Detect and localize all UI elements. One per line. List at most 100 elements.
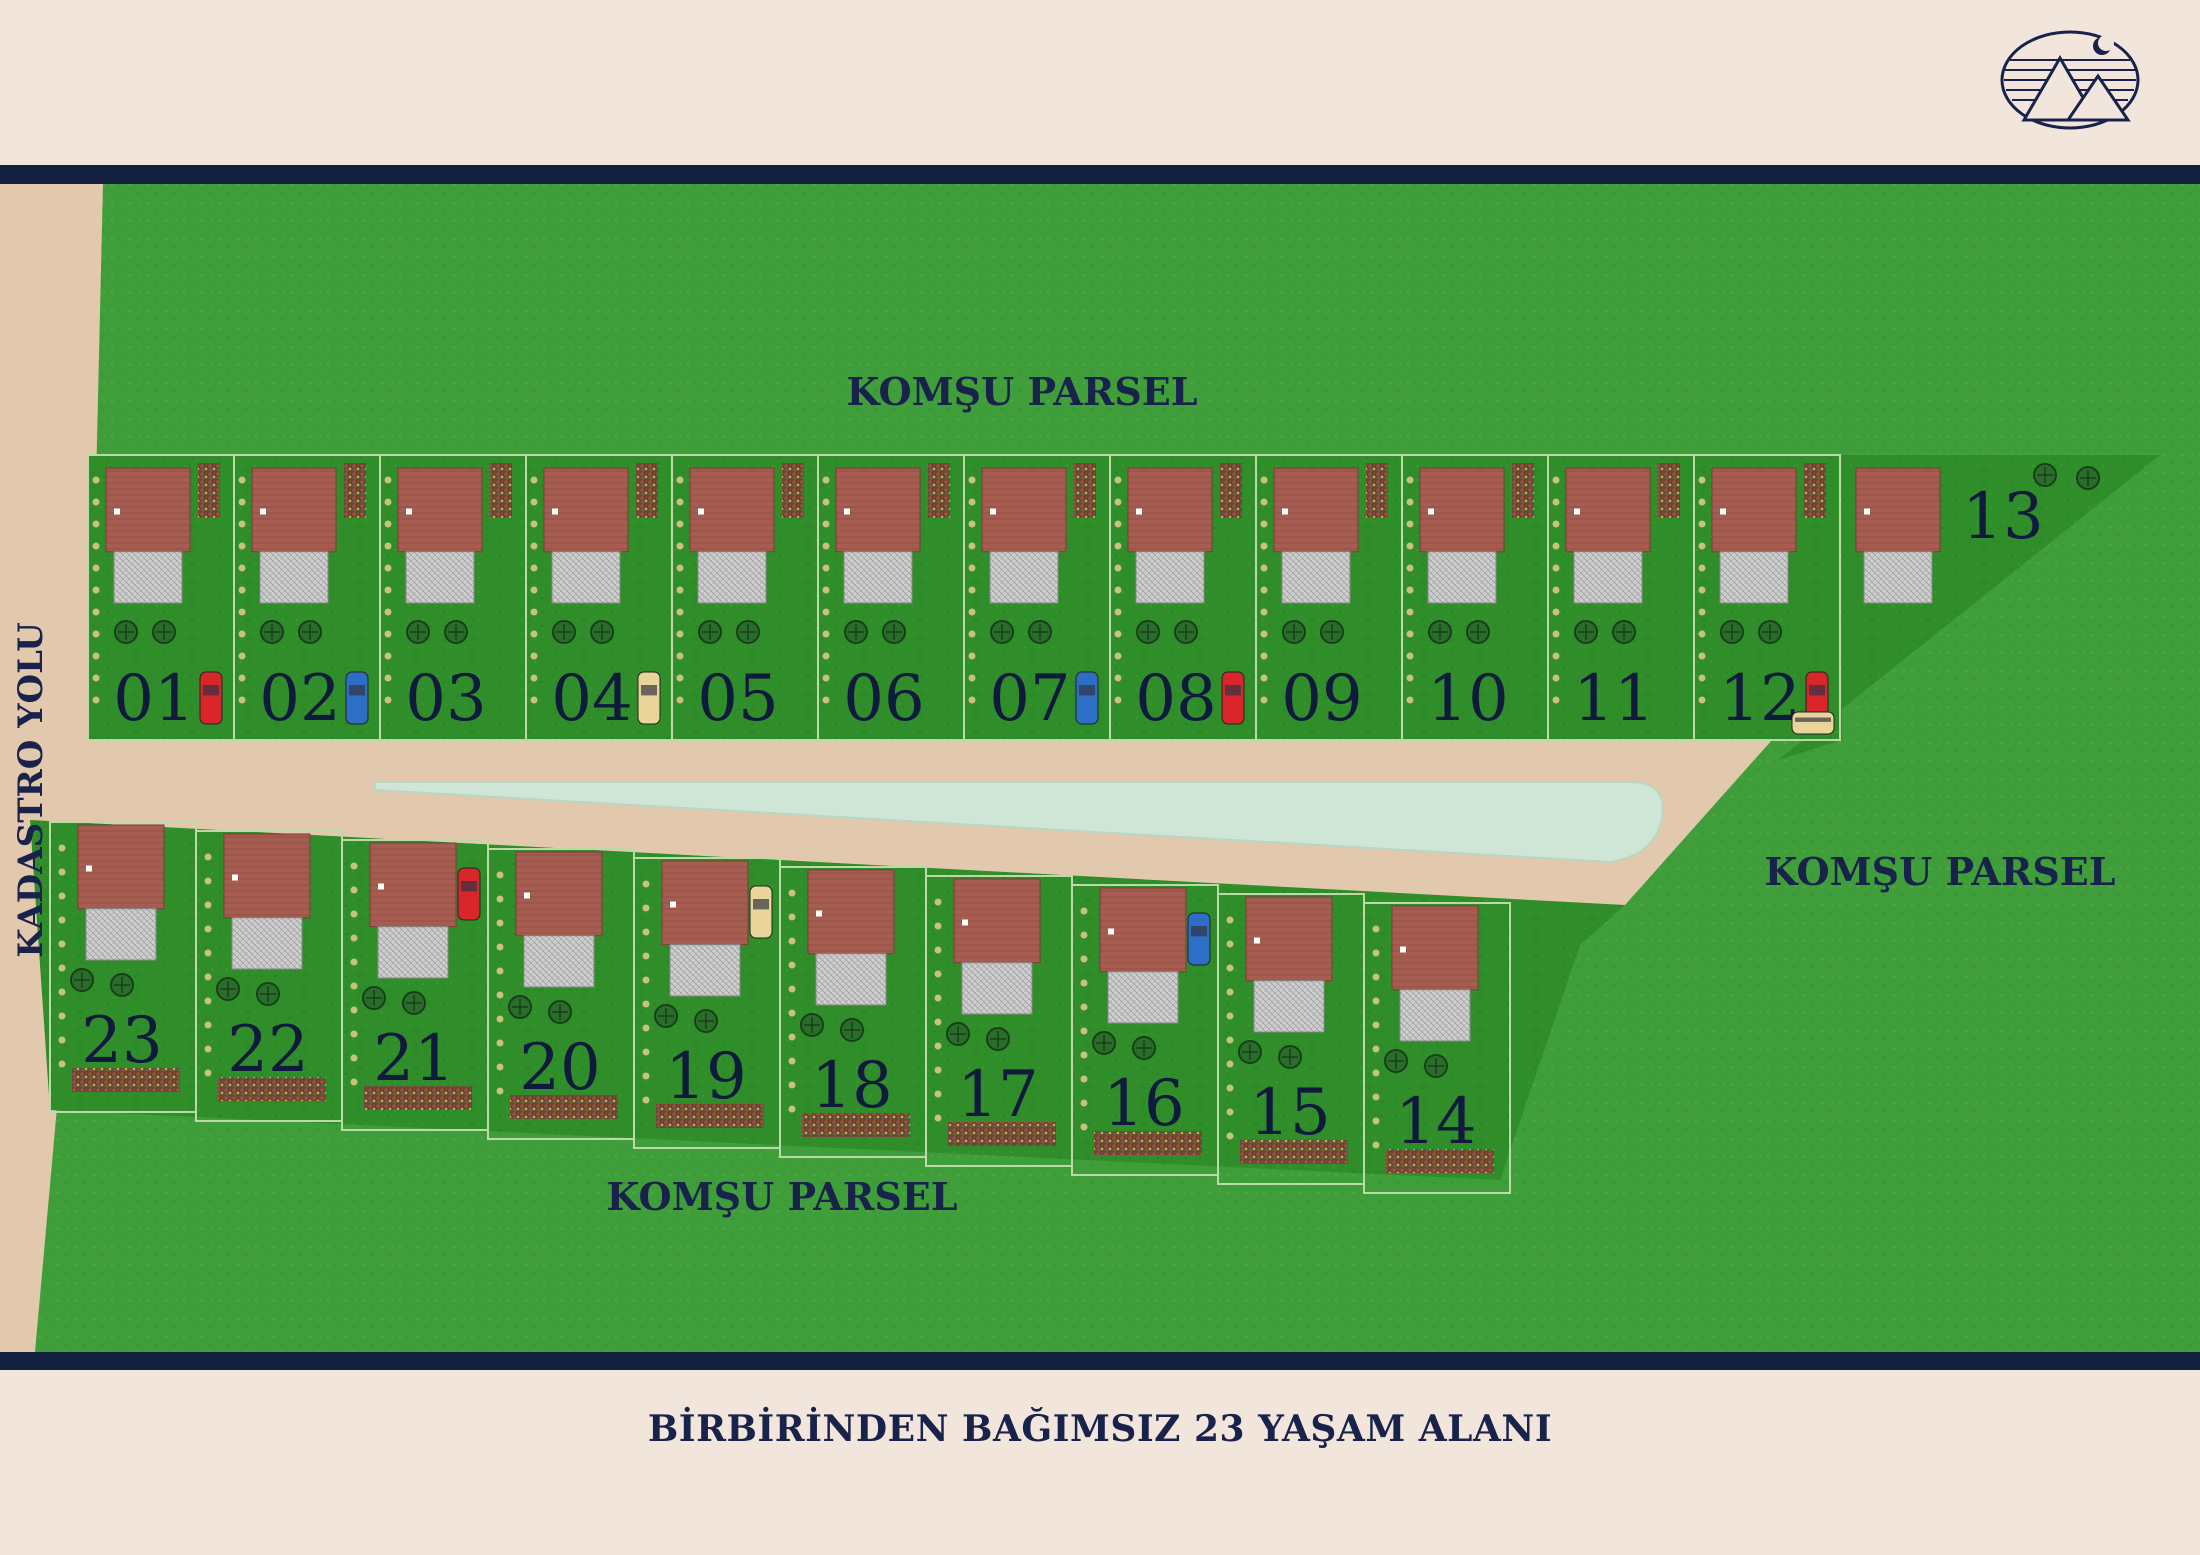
lot-number-19: 19	[665, 1040, 746, 1114]
lot-01: 01	[87, 454, 235, 741]
shrub-icon	[2076, 466, 2100, 490]
flower-bed	[1804, 463, 1826, 518]
lot-number-11: 11	[1573, 662, 1654, 736]
shrub-icon	[110, 973, 134, 997]
shrub-icon	[402, 991, 426, 1015]
flower-bed	[1512, 463, 1534, 518]
car-icon	[457, 867, 481, 921]
lot-15: 15	[1217, 893, 1365, 1185]
lot-number-09: 09	[1281, 662, 1362, 736]
shrub-icon	[1424, 1054, 1448, 1078]
flower-bed	[72, 1068, 180, 1092]
lot-04: 04	[525, 454, 673, 741]
house-21	[369, 842, 457, 979]
shrub-icon	[590, 620, 614, 644]
car-icon	[1791, 711, 1835, 735]
shrub-icon	[1612, 620, 1636, 644]
shrub-icon	[1282, 620, 1306, 644]
car-icon	[1187, 912, 1211, 966]
shrub-icon	[298, 620, 322, 644]
lot-21: 21	[341, 839, 489, 1131]
flower-bed	[198, 463, 220, 518]
shrub-icon	[216, 977, 240, 1001]
lot-12: 12	[1693, 454, 1841, 741]
shrub-icon	[1278, 1045, 1302, 1069]
shrub-icon	[1466, 620, 1490, 644]
shrub-icon	[256, 982, 280, 1006]
house-03	[397, 467, 483, 604]
lot-19: 19	[633, 857, 781, 1149]
shrub-icon	[1132, 1036, 1156, 1060]
house-06	[835, 467, 921, 604]
flower-bed	[218, 1077, 326, 1101]
lot-number-13: 13	[1962, 480, 2043, 554]
shrub-icon	[362, 986, 386, 1010]
lot-number-20: 20	[519, 1031, 600, 1105]
lot-number-12: 12	[1719, 662, 1800, 736]
car-icon	[637, 671, 661, 725]
house-13	[1855, 467, 1941, 604]
flower-bed	[782, 463, 804, 518]
shrub-icon	[986, 1027, 1010, 1051]
house-12	[1711, 467, 1797, 604]
lot-23: 23	[49, 821, 197, 1113]
flower-bed	[636, 463, 658, 518]
lot-10: 10	[1401, 454, 1549, 741]
house-10	[1419, 467, 1505, 604]
lot-05: 05	[671, 454, 819, 741]
flower-bed	[1366, 463, 1388, 518]
road-label: KADASTRO YOLU	[11, 622, 51, 958]
flower-bed	[656, 1104, 764, 1128]
house-20	[515, 851, 603, 988]
house-18	[807, 869, 895, 1006]
shrub-icon	[152, 620, 176, 644]
lot-22: 22	[195, 830, 343, 1122]
shrub-icon	[1028, 620, 1052, 644]
lot-number-02: 02	[259, 662, 340, 736]
lot-number-14: 14	[1395, 1085, 1476, 1159]
lot-number-23: 23	[81, 1004, 162, 1078]
top-border-line	[0, 165, 2200, 184]
lot-02: 02	[233, 454, 381, 741]
car-icon	[1075, 671, 1099, 725]
shrub-icon	[654, 1004, 678, 1028]
east-neighbor-label: KOMŞU PARSEL	[1765, 849, 2116, 894]
header-band	[0, 0, 2200, 165]
shrub-icon	[260, 620, 284, 644]
north-neighbor-label: KOMŞU PARSEL	[847, 369, 1198, 414]
house-15	[1245, 896, 1333, 1033]
shrub-icon	[694, 1009, 718, 1033]
shrub-icon	[1174, 620, 1198, 644]
shrub-icon	[736, 620, 760, 644]
shrub-icon	[698, 620, 722, 644]
shrub-icon	[2033, 463, 2057, 487]
flower-bed	[948, 1122, 1056, 1146]
flower-bed	[802, 1113, 910, 1137]
house-16	[1099, 887, 1187, 1024]
lot-14: 14	[1363, 902, 1511, 1194]
lot-number-21: 21	[373, 1022, 454, 1096]
shrub-icon	[114, 620, 138, 644]
shrub-icon	[1720, 620, 1744, 644]
house-22	[223, 833, 311, 970]
flower-bed	[1658, 463, 1680, 518]
lot-number-07: 07	[989, 662, 1070, 736]
shrub-icon	[1574, 620, 1598, 644]
car-icon	[1221, 671, 1245, 725]
car-icon	[345, 671, 369, 725]
lot-number-17: 17	[957, 1058, 1038, 1132]
lot-number-10: 10	[1427, 662, 1508, 736]
house-23	[77, 824, 165, 961]
shrub-icon	[990, 620, 1014, 644]
flower-bed	[1094, 1131, 1202, 1155]
shrub-icon	[552, 620, 576, 644]
lot-number-05: 05	[697, 662, 778, 736]
house-04	[543, 467, 629, 604]
lot-number-16: 16	[1103, 1067, 1184, 1141]
lot-09: 09	[1255, 454, 1403, 741]
house-11	[1565, 467, 1651, 604]
house-19	[661, 860, 749, 997]
